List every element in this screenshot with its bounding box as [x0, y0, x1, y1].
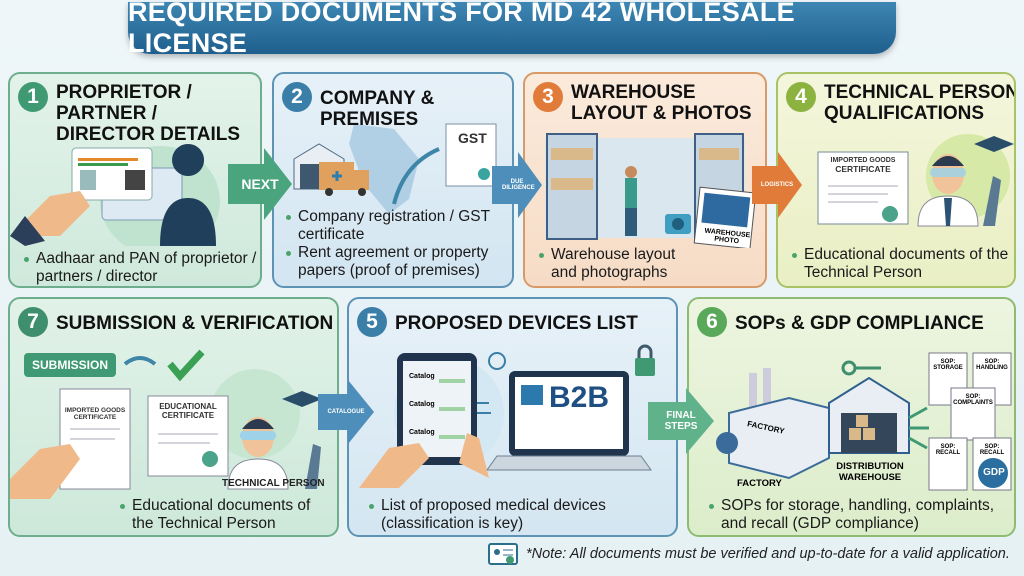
distribution-warehouse-label: DISTRIBUTION WAREHOUSE: [836, 461, 904, 483]
bullet-item: Rent agreement or property papers (proof…: [286, 244, 512, 280]
sop-doc-label: SOP: RECALL: [935, 444, 961, 456]
factory-warehouse-sop-icon: [716, 352, 1012, 491]
page-title: REQUIRED DOCUMENTS FOR MD 42 WHOLESALE L…: [128, 0, 896, 58]
step-number: 4: [786, 82, 816, 112]
tablet-laptop-icon: [359, 344, 655, 488]
panel-title: WAREHOUSE LAYOUT & PHOTOS: [571, 82, 752, 124]
bullet-item: SOPs for storage, handling, complaints, …: [709, 497, 1009, 533]
panel-title: SUBMISSION & VERIFICATION: [56, 313, 334, 334]
step-number: 7: [18, 307, 48, 337]
certificate-line: CERTIFICATE: [835, 164, 891, 174]
gdp-badge: GDP: [983, 467, 1005, 478]
bullet-item: Educational documents of the Technical P…: [792, 246, 1012, 282]
arrow-logistics: LOGISTICS: [752, 152, 802, 218]
step-number: 6: [697, 307, 727, 337]
bullet-item: Warehouse layout and photographs: [539, 246, 689, 282]
technician-certificate-icon: [817, 134, 1014, 227]
catalog-item[interactable]: Catalog: [409, 429, 435, 436]
id-card-person-icon: [10, 144, 220, 246]
panel-company-premises: 2 COMPANY & PREMISES GST Company registra…: [272, 72, 514, 288]
bullet-item: Company registration / GST certificate: [286, 208, 512, 244]
submission-check-icon: [10, 349, 322, 499]
catalog-list[interactable]: Catalog Catalog Catalog: [409, 363, 435, 447]
step-number: 1: [18, 82, 48, 112]
bullet-item: Aadhaar and PAN of proprietor / partners…: [24, 250, 260, 286]
arrow-label: LOGISTICS: [760, 182, 794, 188]
step-number: 2: [282, 82, 312, 112]
verified-certificate-icon: [488, 543, 518, 565]
factory-label: FACTORY: [737, 478, 782, 489]
b2b-screen-label: B2B: [549, 381, 610, 414]
gst-doc-label: GST: [458, 130, 487, 146]
arrow-next: NEXT: [228, 148, 292, 220]
panel-title: PROPRIETOR / PARTNER / DIRECTOR DETAILS: [56, 82, 241, 145]
arrow-label: NEXT: [241, 176, 279, 192]
catalog-item[interactable]: Catalog: [409, 401, 435, 408]
step-number: 5: [357, 307, 387, 337]
sop-doc-label: SOP: RECALL: [979, 444, 1005, 456]
arrow-due-diligence: DUE DILIGENCE: [492, 152, 542, 218]
certificate-line: EDUCATIONAL: [159, 402, 217, 411]
sop-doc-label: SOP: HANDLING: [976, 359, 1008, 371]
arrow-catalogue: CATALOGUE: [318, 380, 374, 444]
warehouse-truck-icon: [293, 123, 497, 214]
note-text: *Note: All documents must be verified an…: [526, 546, 1010, 562]
sop-doc-label: SOP: COMPLAINTS: [953, 394, 993, 406]
arrow-label: CATALOGUE: [327, 409, 365, 415]
panel-title: PROPOSED DEVICES LIST: [395, 313, 638, 334]
certificate-line: IMPORTED GOODS: [830, 157, 896, 164]
certificate-line: CERTIFICATE: [73, 414, 117, 421]
arrow-final-steps: FINAL STEPS: [648, 388, 714, 454]
panel-proposed-devices: 5 PROPOSED DEVICES LIST Catalog Catalog C…: [347, 297, 678, 537]
panel-title: SOPs & GDP COMPLIANCE: [735, 313, 984, 334]
panel-title: TECHNICAL PERSON QUALIFICATIONS: [824, 82, 1016, 124]
step-number: 3: [533, 82, 563, 112]
sop-doc-label: SOP: STORAGE: [933, 359, 963, 371]
certificate-line: CERTIFICATE: [161, 411, 215, 420]
certificate-line: IMPORTED GOODS: [64, 407, 126, 414]
footnote: *Note: All documents must be verified an…: [488, 543, 1010, 565]
submission-label: SUBMISSION: [24, 353, 117, 377]
arrow-label: DUE DILIGENCE: [502, 179, 535, 191]
panel-submission-verification: 7 SUBMISSION & VERIFICATION SUBMISSION IM…: [8, 297, 339, 537]
bullet-item: Educational documents of the Technical P…: [120, 497, 330, 533]
catalog-item[interactable]: Catalog: [409, 373, 435, 380]
panel-proprietor-details: 1 PROPRIETOR / PARTNER / DIRECTOR DETAILS…: [8, 72, 262, 288]
panel-title: COMPANY & PREMISES: [320, 88, 435, 130]
warehouse-shelves-icon: [545, 133, 757, 248]
technical-person-label: TECHNICAL PERSON: [222, 478, 325, 489]
arrow-label: FINAL STEPS: [664, 410, 698, 432]
bullet-item: List of proposed medical devices (classi…: [369, 497, 669, 533]
panel-technical-person: 4 TECHNICAL PERSON QUALIFICATIONS IMPORTE…: [776, 72, 1016, 288]
